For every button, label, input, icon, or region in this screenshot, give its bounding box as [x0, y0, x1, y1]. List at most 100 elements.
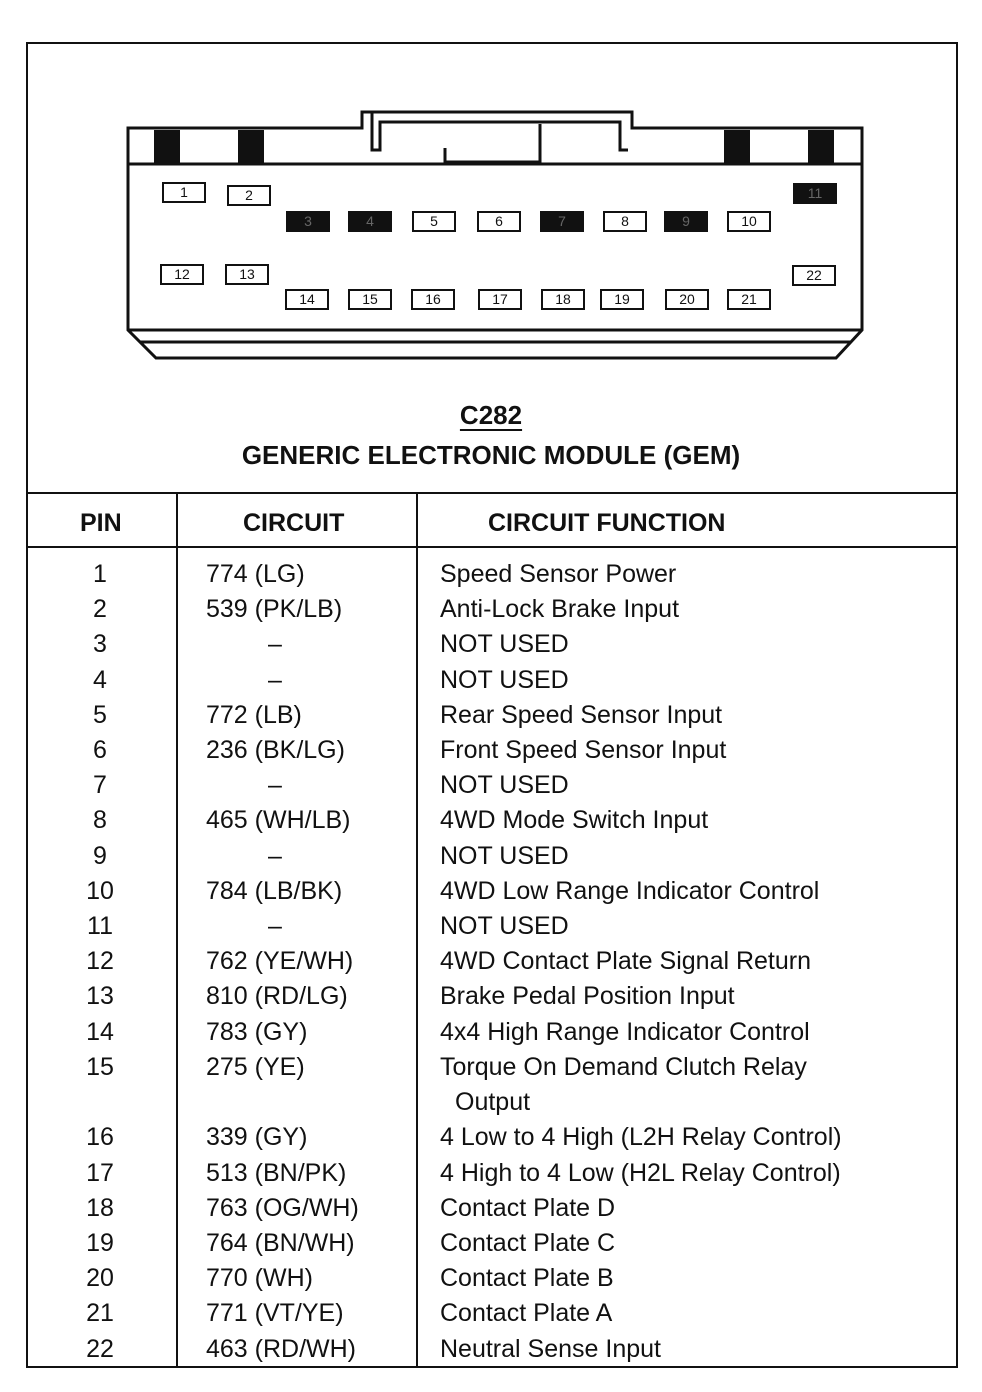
circuit-function-continued: Output [455, 1087, 531, 1116]
table-row: 10 784 (LB/BK) 4WD Low Range Indicator Con… [0, 877, 982, 912]
circuit-function: 4WD Low Range Indicator Control [440, 876, 820, 905]
circuit-id: 763 (OG/WH) [206, 1193, 359, 1222]
pin-number: 22 [86, 1334, 114, 1363]
column-divider-circuit [416, 494, 418, 1368]
connector-pin: 9 [664, 211, 708, 232]
circuit-function: Brake Pedal Position Input [440, 982, 735, 1011]
pin-number: 14 [86, 1017, 114, 1046]
circuit-function: NOT USED [440, 665, 569, 694]
circuit-function: Contact Plate A [440, 1299, 613, 1328]
pin-number: 13 [86, 982, 114, 1011]
circuit-id: 339 (GY) [206, 1123, 308, 1152]
circuit-function: Neutral Sense Input [440, 1334, 661, 1363]
table-row: 18 763 (OG/WH) Contact Plate D [0, 1194, 982, 1229]
circuit-function: Contact Plate C [440, 1228, 616, 1257]
pin-number: 1 [93, 560, 107, 588]
circuit-id: 539 (PK/LB) [206, 595, 343, 624]
circuit-function: 4WD Mode Switch Input [440, 806, 709, 835]
header-circuit: CIRCUIT [243, 509, 345, 537]
connector-pin: 2 [227, 185, 271, 206]
circuit-id: – [268, 771, 282, 800]
pin-number: 9 [93, 841, 107, 870]
circuit-id: – [268, 912, 282, 940]
connector-pin: 5 [412, 211, 456, 232]
circuit-id: – [268, 630, 282, 659]
circuit-function: Contact Plate D [440, 1193, 616, 1222]
table-row: 19 764 (BN/WH) Contact Plate C [0, 1229, 982, 1264]
pin-number: 16 [86, 1123, 114, 1152]
circuit-function: NOT USED [440, 912, 569, 940]
table-row: 9 – NOT USED [0, 842, 982, 877]
circuit-id: – [268, 665, 282, 694]
circuit-id: 774 (LG) [206, 560, 305, 588]
table-row: 8 465 (WH/LB) 4WD Mode Switch Input [0, 806, 982, 841]
connector-pin: 12 [160, 264, 204, 285]
circuit-id: 784 (LB/BK) [206, 876, 343, 905]
table-row: 16 339 (GY) 4 Low to 4 High (L2H Relay Con… [0, 1123, 982, 1158]
connector-pin: 14 [285, 289, 329, 310]
connector-pin: 20 [665, 289, 709, 310]
table-row: 4–NOT USED [0, 666, 982, 701]
connector-pin: 7 [540, 211, 584, 232]
pin-number: 19 [86, 1228, 114, 1257]
pin-number: 7 [93, 771, 107, 800]
connector-pin: 18 [541, 289, 585, 310]
pin-number: 21 [86, 1299, 114, 1328]
pin-number: 2 [93, 595, 107, 624]
table-row: 7 – NOT USED [0, 771, 982, 806]
circuit-function: NOT USED [440, 630, 569, 659]
circuit-function: NOT USED [440, 771, 569, 800]
circuit-id: 465 (WH/LB) [206, 806, 351, 835]
pin-number: 8 [93, 806, 107, 835]
connector-pin: 15 [348, 289, 392, 310]
circuit-id: 275 (YE) [206, 1052, 305, 1081]
pin-number: 12 [86, 947, 114, 976]
pin-number: 20 [86, 1264, 114, 1293]
connector-pin: 6 [477, 211, 521, 232]
circuit-function: Anti-Lock Brake Input [440, 595, 680, 624]
table-row: 2 539 (PK/LB) Anti-Lock Brake Input [0, 595, 982, 630]
connector-pin: 3 [286, 211, 330, 232]
connector-pin: 22 [792, 265, 836, 286]
connector-pin: 16 [411, 289, 455, 310]
circuit-function: 4WD Contact Plate Signal Return [440, 947, 812, 976]
connector-name: GENERIC ELECTRONIC MODULE (GEM) [241, 440, 741, 470]
table-row: 11 – NOT USED [0, 912, 982, 947]
pin-number: 10 [86, 876, 114, 905]
table-header-divider [26, 546, 958, 548]
pin-number: 11 [87, 912, 113, 940]
pin-number: 5 [93, 700, 107, 729]
connector-pin: 21 [727, 289, 771, 310]
circuit-function: 4 Low to 4 High (L2H Relay Control) [440, 1123, 842, 1152]
connector-pin: 10 [727, 211, 771, 232]
connector-pin: 1 [162, 182, 206, 203]
table-row: 13 810 (RD/LG) Brake Pedal Position Input [0, 982, 982, 1017]
pin-number: 17 [86, 1158, 114, 1187]
connector-pin: 13 [225, 264, 269, 285]
pin-number: 15 [86, 1052, 114, 1081]
table-top-border [26, 492, 958, 494]
circuit-function: Torque On Demand Clutch Relay [440, 1052, 807, 1081]
circuit-id: 764 (BN/WH) [206, 1228, 355, 1257]
connector-pin: 4 [348, 211, 392, 232]
circuit-id: 810 (RD/LG) [206, 982, 348, 1011]
circuit-function: 4 High to 4 Low (H2L Relay Control) [440, 1158, 841, 1187]
pin-number: 18 [86, 1193, 114, 1222]
circuit-function: NOT USED [440, 841, 569, 870]
circuit-id: 236 (BK/LG) [206, 736, 345, 764]
circuit-function: Rear Speed Sensor Input [440, 700, 723, 729]
connector-pin: 8 [603, 211, 647, 232]
circuit-id: 783 (GY) [206, 1017, 308, 1046]
circuit-id: 770 (WH) [206, 1264, 313, 1293]
connector-id: C282 [459, 400, 523, 430]
table-row: 3–NOT USED [0, 630, 982, 665]
pin-number: 6 [93, 736, 107, 764]
circuit-id: – [268, 841, 282, 870]
